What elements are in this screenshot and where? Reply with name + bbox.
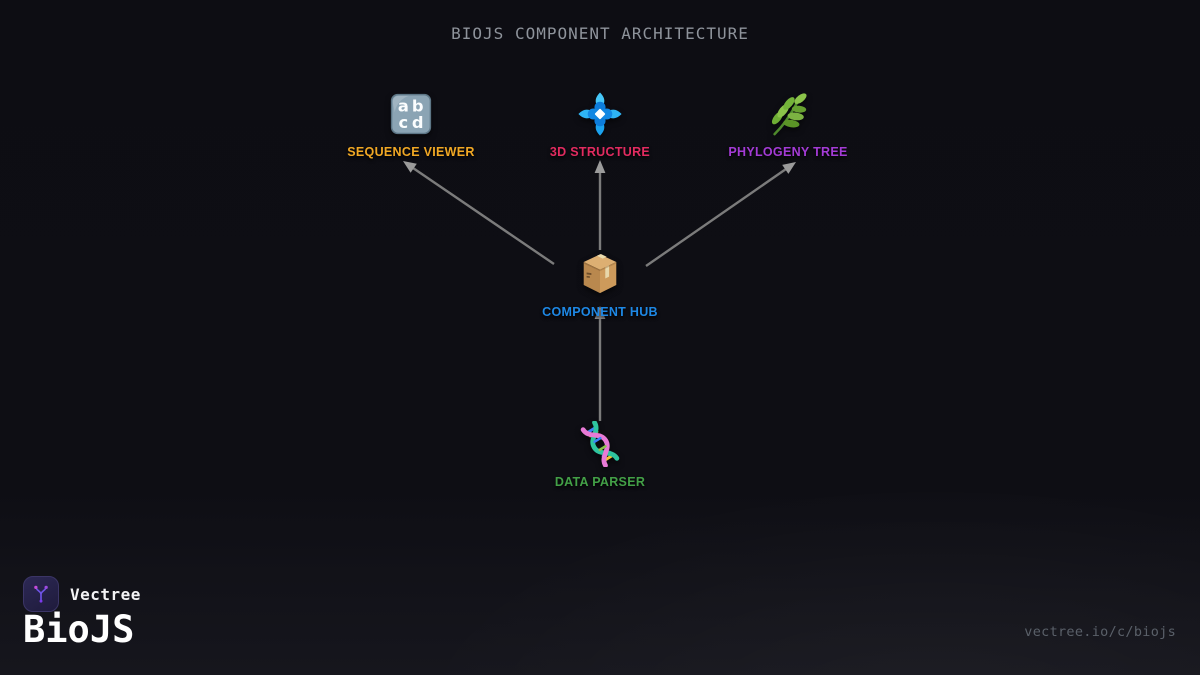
node-sequence-viewer: a b c d SEQUENCE VIEWER bbox=[311, 91, 511, 159]
edge-parser-to-hub bbox=[594, 306, 606, 421]
brand-name: Vectree bbox=[70, 584, 141, 604]
svg-text:b: b bbox=[412, 97, 424, 116]
node-label: DATA PARSER bbox=[554, 475, 646, 489]
project-name: BioJS bbox=[23, 608, 135, 651]
node-3d-structure: 3D STRUCTURE bbox=[500, 91, 700, 159]
vectree-branch-icon bbox=[34, 585, 48, 603]
node-label: COMPONENT HUB bbox=[542, 305, 658, 319]
brand-row: Vectree bbox=[23, 576, 141, 612]
svg-text:a: a bbox=[398, 97, 409, 116]
node-label: SEQUENCE VIEWER bbox=[347, 145, 475, 159]
svg-text:c: c bbox=[399, 113, 409, 132]
node-phylogeny-tree: PHYLOGENY TREE bbox=[688, 91, 888, 159]
dna-helix-icon bbox=[577, 421, 623, 467]
edge-hub-to-sequence-viewer bbox=[403, 161, 555, 265]
svg-text:d: d bbox=[412, 113, 424, 132]
node-label: 3D STRUCTURE bbox=[549, 145, 651, 159]
abcd-letters-icon: a b c d bbox=[388, 91, 434, 137]
site-url: vectree.io/c/biojs bbox=[1024, 624, 1176, 640]
edge-hub-to-phylogeny-tree bbox=[645, 162, 796, 267]
node-data-parser: DATA PARSER bbox=[500, 421, 700, 489]
vectree-logo bbox=[23, 576, 59, 612]
node-label: PHYLOGENY TREE bbox=[728, 145, 848, 159]
package-box-icon bbox=[577, 251, 623, 297]
diamond-with-dot-icon bbox=[577, 91, 623, 137]
page-title: BIOJS COMPONENT ARCHITECTURE bbox=[451, 24, 749, 43]
herb-leaf-icon bbox=[765, 91, 811, 137]
node-component-hub: COMPONENT HUB bbox=[500, 251, 700, 319]
edge-hub-to-3d-structure bbox=[594, 160, 606, 250]
